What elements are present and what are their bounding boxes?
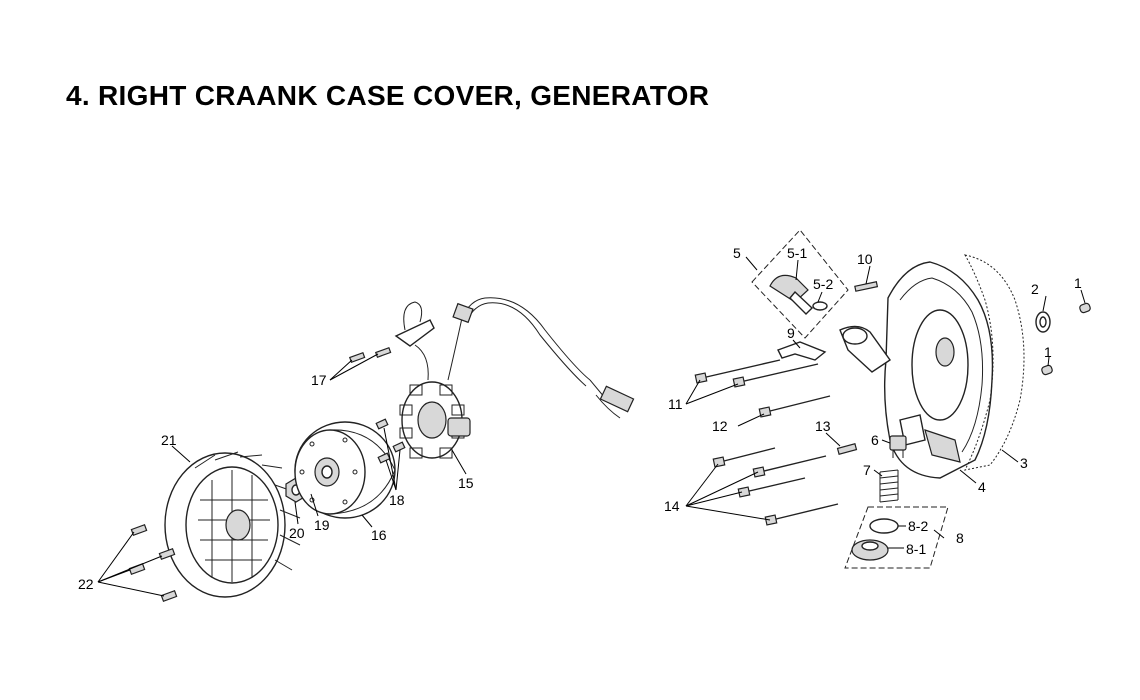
callout-5-1: 5-1 [787, 245, 807, 261]
spring-part [879, 469, 899, 503]
callout-12: 12 [712, 418, 728, 434]
long-bolts-part [694, 359, 819, 388]
callout-1-top: 1 [1074, 275, 1082, 291]
stator-screws-part [375, 418, 406, 464]
page-title: 4. RIGHT CRAANK CASE COVER, GENERATOR [66, 80, 710, 111]
callout-5-2: 5-2 [813, 276, 833, 292]
callout-14: 14 [664, 498, 680, 514]
callout-8: 8 [956, 530, 964, 546]
callout-18: 18 [389, 492, 405, 508]
callout-22: 22 [78, 576, 94, 592]
strainer-cap-assembly [844, 506, 949, 569]
callout-3: 3 [1020, 455, 1028, 471]
bolt-12-part [758, 395, 831, 418]
oil-seal-part [1035, 311, 1051, 333]
callout-15: 15 [458, 475, 474, 491]
callout-17: 17 [311, 372, 327, 388]
callout-7: 7 [863, 462, 871, 478]
callout-19: 19 [314, 517, 330, 533]
bracket-part [777, 341, 827, 361]
callout-8-2: 8-2 [908, 518, 928, 534]
dowel-pin-part [1041, 302, 1091, 376]
callout-8-1: 8-1 [906, 541, 926, 557]
callout-13: 13 [815, 418, 831, 434]
bolt-part [854, 281, 879, 292]
callout-1-bottom: 1 [1044, 344, 1052, 360]
callout-20: 20 [289, 525, 305, 541]
flywheel-part [294, 421, 396, 519]
oil-filler-cap-assembly [751, 229, 849, 339]
stator-part [394, 297, 635, 459]
cover-bolts-part [712, 447, 839, 526]
callout-9: 9 [787, 325, 795, 341]
callout-4: 4 [978, 479, 986, 495]
callout-16: 16 [371, 527, 387, 543]
callout-6: 6 [871, 432, 879, 448]
callout-labels: 1 2 1 3 4 5 5-1 5-2 10 9 11 12 13 6 7 8-… [78, 245, 1082, 592]
bolt-13-part [836, 443, 858, 455]
callout-5: 5 [733, 245, 741, 261]
callout-10: 10 [857, 251, 873, 267]
pickup-screws-part [348, 346, 392, 363]
cooling-fan-part [164, 451, 301, 598]
leader-lines [97, 256, 1086, 597]
right-crankcase-cover-part [839, 261, 994, 479]
callout-11: 11 [668, 396, 683, 412]
callout-2: 2 [1031, 281, 1039, 297]
callout-21: 21 [161, 432, 177, 448]
